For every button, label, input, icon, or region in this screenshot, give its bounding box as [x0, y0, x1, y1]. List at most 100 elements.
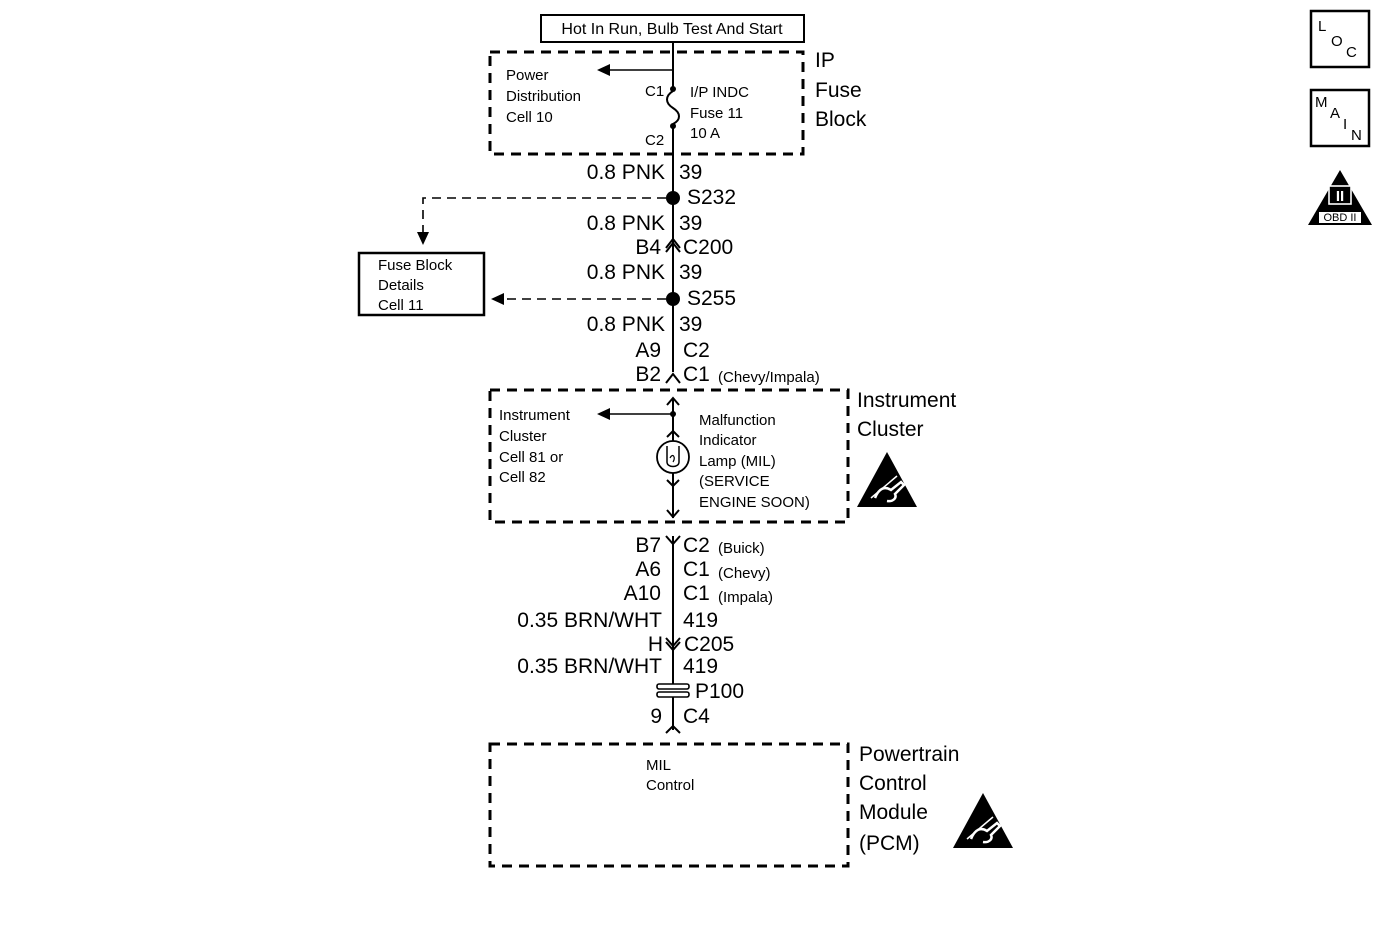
- fuse-block-title-2: Fuse: [815, 79, 862, 102]
- obd-numeral: II: [1336, 188, 1344, 205]
- wire-color-5: 0.35 BRN/WHT: [517, 609, 662, 632]
- main-letter-m: M: [1315, 94, 1328, 111]
- connector-c4-icon: [665, 724, 681, 734]
- pcm-pin: 9: [650, 705, 662, 728]
- cluster-ref-line-3: Cell 81 or: [499, 449, 563, 466]
- instrument-cluster: Instrument Cluster Cell 81 or Cell 82 Ma…: [488, 388, 956, 524]
- fuse-block-title-1: IP: [815, 49, 835, 72]
- connector-cluster-out-icon: [665, 535, 681, 546]
- wire-color-4: 0.8 PNK: [587, 313, 665, 336]
- esd-warning-icon: [953, 793, 1013, 848]
- main-wire-upper: [666, 42, 680, 372]
- connector-c200-pin: B4: [635, 236, 661, 259]
- splice-s255-label: S255: [687, 287, 736, 310]
- obd-ii-button[interactable]: II OBD II: [1308, 170, 1372, 225]
- pin-c1: C1: [683, 363, 710, 386]
- loc-letter-c: C: [1346, 44, 1357, 61]
- loc-button[interactable]: L O C: [1309, 9, 1371, 69]
- pin-a9: A9: [635, 339, 661, 362]
- connector-c200-icon: [665, 241, 681, 253]
- connector-cluster-in-icon: [665, 372, 681, 384]
- circuit-number-1: 39: [679, 161, 702, 184]
- wire-color-1: 0.8 PNK: [587, 161, 665, 184]
- splice-s255-dot: [666, 292, 680, 306]
- connector-c205-pin: H: [648, 633, 663, 656]
- pin-b2: B2: [635, 363, 661, 386]
- passthrough-p100-label: P100: [695, 680, 744, 703]
- splice-s232-label: S232: [687, 186, 736, 209]
- wire-color-2: 0.8 PNK: [587, 212, 665, 235]
- power-source-label: Hot In Run, Bulb Test And Start: [540, 14, 805, 43]
- circuit-number-4: 39: [679, 313, 702, 336]
- pcm-title-3: Module: [859, 801, 928, 824]
- loc-letter-l: L: [1318, 18, 1326, 35]
- main-letter-n: N: [1351, 127, 1362, 144]
- connector-c200-label: C200: [683, 236, 733, 259]
- pin-row-1-note: (Buick): [718, 540, 765, 557]
- pin-c2: C2: [683, 339, 710, 362]
- arrow-left-icon: [491, 293, 504, 305]
- lamp-icon: [656, 440, 690, 474]
- pin-row-3-note: (Impala): [718, 589, 773, 606]
- pcm-title-4: (PCM): [859, 832, 920, 855]
- fuse-details-line-2: Details: [378, 277, 424, 294]
- fuse-block-title-3: Block: [815, 108, 867, 131]
- splice-s232-dot: [666, 191, 680, 205]
- pin-row-2-note: (Chevy): [718, 565, 771, 582]
- cluster-ref-line-1: Instrument: [499, 407, 571, 424]
- cluster-ref-line-4: Cell 82: [499, 469, 546, 486]
- fuse-name-line-3: 10 A: [690, 125, 720, 142]
- pin-c1-note: (Chevy/Impala): [718, 369, 820, 386]
- pcm-title-1: Powertrain: [859, 743, 959, 766]
- loc-letter-o: O: [1331, 33, 1343, 50]
- obd-caption: OBD II: [1323, 212, 1356, 224]
- ip-fuse-block: Power Distribution Cell 10 C1 C2 I/P IND…: [488, 49, 867, 156]
- lamp-line-2: Indicator: [699, 432, 757, 449]
- lamp-line-5: ENGINE SOON): [699, 494, 810, 511]
- circuit-number-6: 419: [683, 655, 718, 678]
- fuse-details-line-3: Cell 11: [378, 297, 424, 314]
- fuse-terminal-out: C2: [645, 132, 664, 149]
- circuit-number-3: 39: [679, 261, 702, 284]
- pcm-module: MIL Control Powertrain Control Module (P…: [488, 742, 1013, 868]
- main-button[interactable]: M A I N: [1309, 88, 1371, 148]
- arrow-down-icon: [417, 232, 429, 245]
- lamp-line-1: Malfunction: [699, 412, 776, 429]
- esd-warning-icon: [857, 452, 917, 507]
- wire-color-3: 0.8 PNK: [587, 261, 665, 284]
- lamp-line-3: Lamp (MIL): [699, 453, 776, 470]
- fuse-details-links: [417, 197, 666, 305]
- fuse-ref-line-3: Cell 10: [506, 109, 553, 126]
- cluster-title-2: Cluster: [857, 418, 924, 441]
- pcm-function-line-2: Control: [646, 777, 694, 794]
- cluster-title-1: Instrument: [857, 389, 956, 412]
- power-source-text: Hot In Run, Bulb Test And Start: [561, 21, 783, 38]
- circuit-number-2: 39: [679, 212, 702, 235]
- upper-circuit: 0.8 PNK 39 S232 0.8 PNK 39 B4 C200 0.8 P…: [587, 161, 820, 386]
- pcm-function-line-1: MIL: [646, 757, 671, 774]
- main-letter-a: A: [1330, 105, 1340, 122]
- pcm-connector: C4: [683, 705, 710, 728]
- fuse-block-details-box[interactable]: Fuse Block Details Cell 11: [357, 251, 486, 317]
- cluster-ref-line-2: Cluster: [499, 428, 547, 445]
- pin-row-3-left: A10: [624, 582, 661, 605]
- pin-row-2-right: C1: [683, 558, 710, 581]
- pin-row-1-right: C2: [683, 534, 710, 557]
- connector-c205-icon: [665, 637, 681, 648]
- lower-circuit: B7 C2 (Buick) A6 C1 (Chevy) A10 C1 (Impa…: [517, 534, 773, 734]
- arrow-left-icon: [597, 64, 610, 76]
- fuse-name-line-1: I/P INDC: [690, 84, 749, 101]
- pin-row-1-left: B7: [635, 534, 661, 557]
- circuit-number-5: 419: [683, 609, 718, 632]
- main-letter-i: I: [1343, 116, 1347, 133]
- pin-row-3-right: C1: [683, 582, 710, 605]
- passthrough-p100-icon: [656, 683, 690, 698]
- fuse-terminal-in: C1: [645, 83, 664, 100]
- fuse-ref-line-2: Distribution: [506, 88, 581, 105]
- pin-row-2-left: A6: [635, 558, 661, 581]
- arrow-left-icon: [597, 408, 610, 420]
- fuse-name-line-2: Fuse 11: [690, 105, 743, 122]
- fuse-details-line-1: Fuse Block: [378, 257, 453, 274]
- wire-color-6: 0.35 BRN/WHT: [517, 655, 662, 678]
